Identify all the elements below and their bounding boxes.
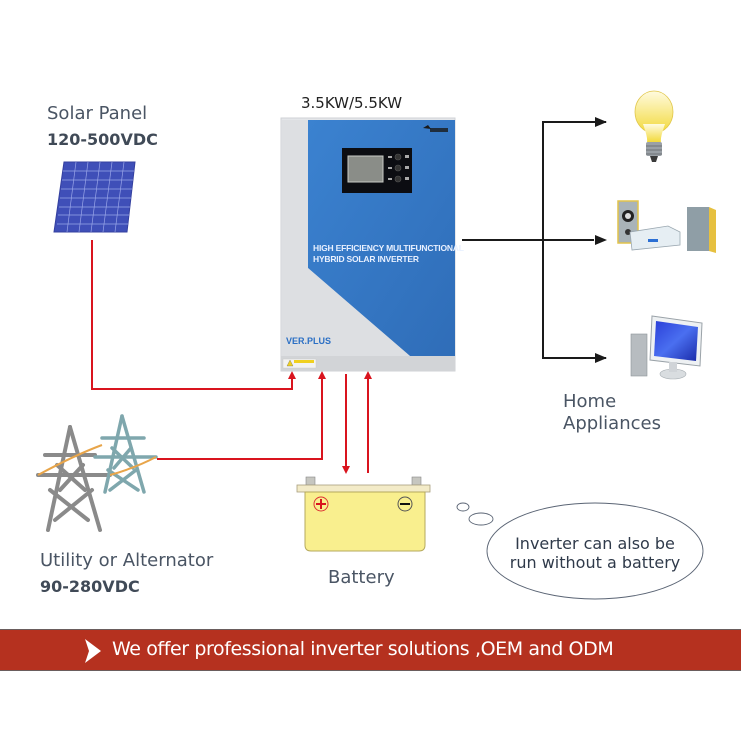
battery-label: Battery <box>328 567 395 588</box>
battery-positive-terminal-icon <box>313 496 329 512</box>
promo-banner-text: We offer professional inverter solutions… <box>112 638 614 660</box>
home-appliances-label-line2: Appliances <box>563 413 661 434</box>
desktop-computer-icon <box>630 315 703 380</box>
battery-negative-terminal-icon <box>397 496 413 512</box>
battery-note-line2: run without a battery <box>509 553 681 572</box>
utility-to-inverter-wire <box>157 371 326 460</box>
utility-voltage: 90-280VDC <box>40 577 140 596</box>
battery-icon <box>296 476 431 552</box>
brand-logo-icon <box>423 125 448 132</box>
play-arrow-icon <box>85 639 101 663</box>
home-appliances-label-line1: Home <box>563 391 617 412</box>
hybrid-inverter[interactable] <box>280 117 456 372</box>
thought-bubble <box>456 502 704 600</box>
inverter-version-label: VER.PLUS <box>286 336 332 346</box>
utility-label: Utility or Alternator <box>40 550 214 571</box>
utility-tower-icon <box>36 414 158 532</box>
inverter-front-text-line1: HIGH EFFICIENCY MULTIFUNCTIONAL <box>313 243 464 253</box>
output-wires <box>462 117 607 363</box>
caution-label-icon <box>282 358 317 369</box>
battery-note-line1: Inverter can also be <box>515 534 675 553</box>
inverter-model-label: 3.5KW/5.5KW <box>301 94 403 112</box>
solar-panel-icon <box>53 161 136 233</box>
inverter-front-text-line2: HYBRID SOLAR INVERTER <box>313 254 419 264</box>
light-bulb-icon <box>634 90 674 162</box>
battery-note: Inverter can also be run without a batte… <box>490 534 700 572</box>
power-wires <box>91 240 372 474</box>
inverter-lcd-screen <box>347 155 384 183</box>
promo-banner: We offer professional inverter solutions… <box>0 629 741 671</box>
stereo-system-icon <box>617 200 716 253</box>
solar-panel-label: Solar Panel <box>47 103 148 124</box>
solar-panel-voltage: 120-500VDC <box>47 130 158 149</box>
solar-to-inverter-wire <box>91 240 296 390</box>
